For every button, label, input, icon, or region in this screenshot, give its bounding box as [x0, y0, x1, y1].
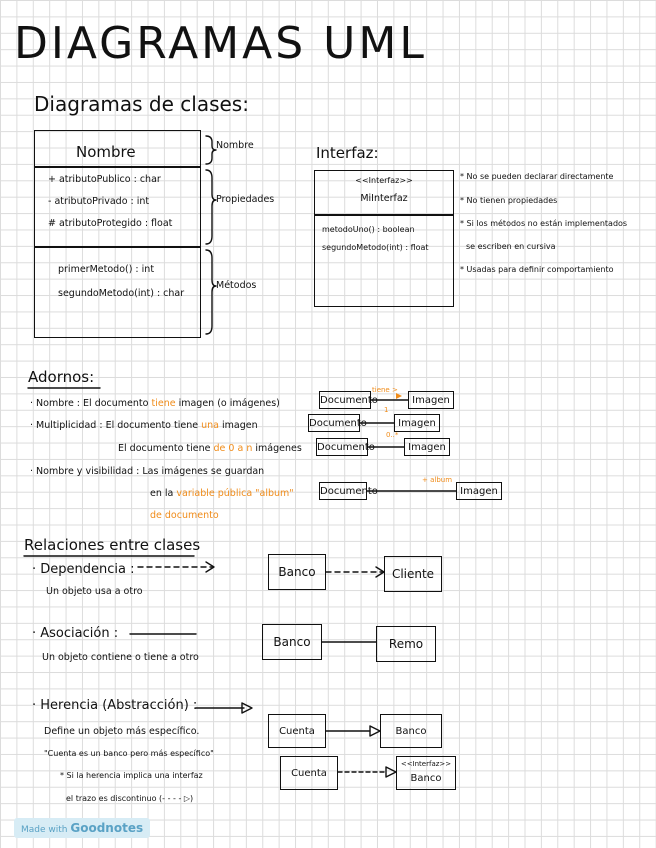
her-note-1: * Si la herencia implica una interfaz [60, 771, 203, 780]
adorno-label-0n: 0..* [386, 431, 399, 439]
her-triangle [369, 725, 381, 737]
class-prop-public: + atributoPublico : char [48, 174, 161, 185]
dep-box-b: Cliente [384, 556, 442, 592]
adorno-vis-row-3: de documento [150, 510, 219, 521]
aso-box-b: Remo [376, 626, 436, 662]
brace-nombre [205, 135, 217, 165]
interface-divider [314, 214, 454, 216]
her2-triangle [385, 766, 397, 778]
adornos-heading: Adornos: [28, 368, 95, 386]
interface-box [314, 170, 454, 307]
her2-box-a: Cuenta [280, 756, 338, 790]
interface-note-5: * Usadas para definir comportamiento [460, 265, 614, 274]
interface-method-2: segundoMetodo(int) : float [322, 243, 429, 252]
aso-desc: Un objeto contiene o tiene a otro [42, 652, 199, 663]
interface-stereotype: <<Interfaz>> [355, 176, 413, 185]
aso-label: · Asociación : [32, 626, 119, 641]
interface-note-1: * No se pueden declarar directamente [460, 172, 614, 181]
goodnotes-badge: Made with Goodnotes [14, 818, 151, 838]
interface-note-2: * No tienen propiedades [460, 196, 558, 205]
her-label: · Herencia (Abstracción) : [32, 698, 198, 713]
her-note-2: el trazo es discontinuo (- - - - ▷) [66, 794, 194, 803]
dep-sample-arrowhead [205, 561, 215, 573]
page-title: DIAGRAMAS UML [14, 18, 427, 69]
brace-label-propiedades: Propiedades [216, 194, 275, 205]
clases-heading: Diagramas de clases: [34, 92, 249, 116]
interfaz-heading: Interfaz: [316, 144, 379, 162]
interface-name: MiInterfaz [360, 193, 408, 204]
dep-arrowhead [375, 566, 385, 578]
adorno-arrow-tiene [396, 393, 402, 399]
class-box [34, 130, 201, 338]
adorno-mult-row-1: · Multiplicidad : El documento tiene una… [30, 420, 258, 431]
dep-desc: Un objeto usa a otro [46, 586, 143, 597]
her-quote: "Cuenta es un banco pero más específico" [44, 749, 214, 758]
interface-note-4: se escriben en cursiva [466, 242, 556, 251]
relaciones-heading: Relaciones entre clases [24, 536, 201, 554]
her-desc: Define un objeto más específico. [44, 726, 200, 737]
class-prop-protected: # atributoProtegido : float [48, 218, 173, 229]
adorno-label-one: 1 [384, 406, 389, 414]
adorno-label-album: + album [422, 476, 453, 484]
adorno-label-tiene: tiene > [372, 386, 398, 394]
interface-note-3: * Si los métodos no están implementados [460, 219, 628, 228]
brace-label-metodos: Métodos [216, 280, 257, 291]
adorno-vis-row-2: en la variable pública "album" [150, 488, 294, 499]
adorno-nombre-row: · Nombre : El documento tiene imagen (o … [30, 398, 280, 409]
class-method-1: primerMetodo() : int [58, 264, 155, 275]
class-method-2: segundoMetodo(int) : char [58, 288, 185, 299]
her-sample-triangle [241, 702, 253, 714]
brace-propiedades [205, 169, 217, 245]
brace-label-nombre: Nombre [216, 140, 254, 151]
adorno-vis-row-1: · Nombre y visibilidad : Las imágenes se… [30, 466, 265, 477]
her2-box-b: <<Interfaz>> Banco [396, 756, 456, 790]
class-prop-private: - atributoPrivado : int [48, 196, 150, 207]
class-divider-1 [34, 166, 201, 168]
interface-method-1: metodoUno() : boolean [322, 225, 415, 234]
brace-metodos [205, 249, 217, 335]
class-name: Nombre [76, 143, 136, 161]
adorno-mult-row-2: El documento tiene de 0 a n imágenes [118, 443, 302, 454]
class-divider-2 [34, 246, 201, 248]
dep-label: · Dependencia : [32, 562, 135, 577]
